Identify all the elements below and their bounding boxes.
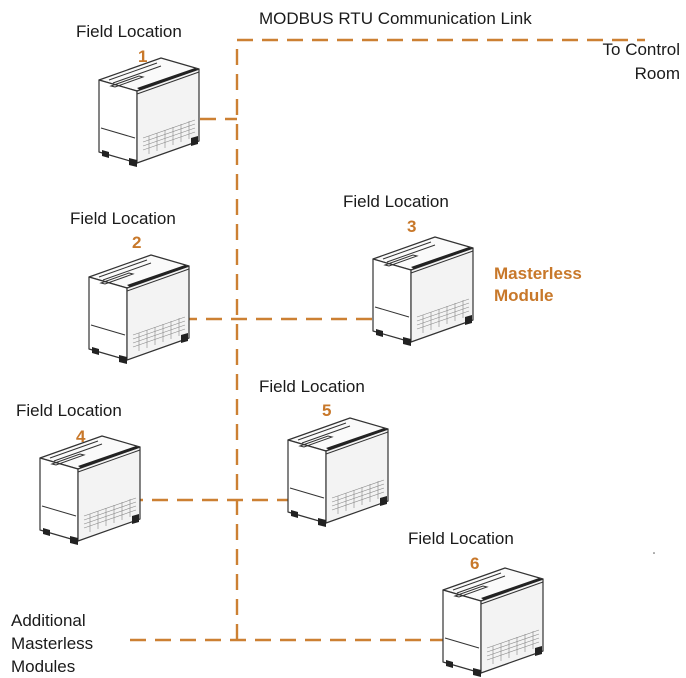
location-6-label: Field Location [408,529,514,548]
module-location-5 [287,417,389,528]
location-5-label: Field Location [259,377,365,396]
location-3-number: 3 [407,217,417,236]
location-1-label: Field Location [76,22,182,41]
location-1-number: 1 [138,47,148,66]
module-location-1 [98,57,200,168]
additional-modules-label: Additional Masterless Modules [11,611,94,676]
stray-dot [653,552,655,554]
location-5-number: 5 [322,401,332,420]
module-location-3 [372,236,474,347]
module-location-6 [442,567,544,678]
location-3-label: Field Location [343,192,449,211]
module-location-2 [88,254,190,365]
module-location-4 [39,435,141,546]
location-6-number: 6 [470,554,480,573]
location-2-number: 2 [132,233,142,252]
location-4-number: 4 [76,427,86,446]
control-room-label: To Control Room [602,40,680,83]
masterless-module-label: Masterless Module [494,264,582,305]
link-title: MODBUS RTU Communication Link [259,9,532,28]
location-2-label: Field Location [70,209,176,228]
modbus-bus-top [235,38,645,640]
location-4-label: Field Location [16,401,122,420]
